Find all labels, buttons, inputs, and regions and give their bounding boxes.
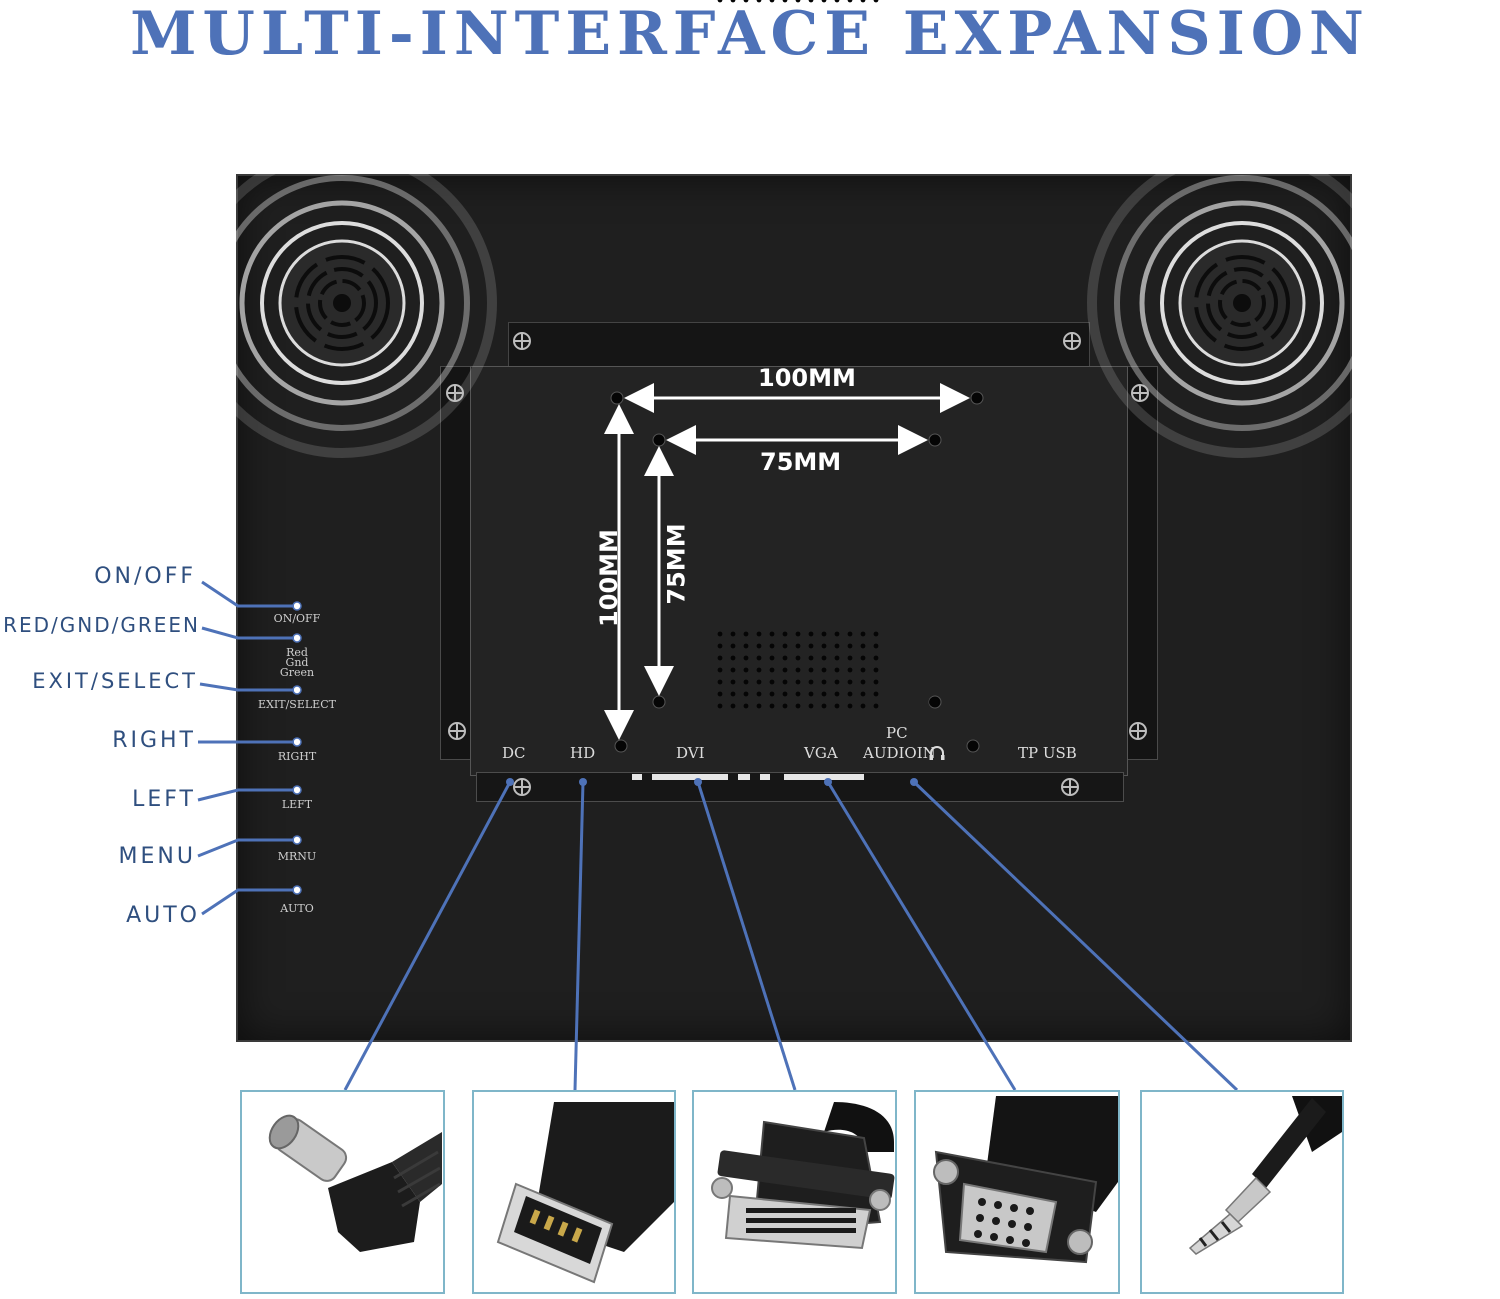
speaker-left-icon (187, 148, 497, 458)
port-label-vga: VGA (804, 744, 838, 762)
callout-left: LEFT (132, 787, 196, 812)
callout-auto: AUTO (126, 903, 200, 928)
button-caption-onoff: ON/OFF (273, 612, 321, 625)
port-label-dvi: DVI (676, 744, 705, 762)
port-label-pc: PC (886, 724, 908, 742)
callout-menu: MENU (118, 844, 196, 869)
button-leader-lines (197, 580, 294, 916)
audio-jack-plug-icon (1188, 1096, 1342, 1255)
dimension-arrows (604, 383, 970, 740)
dc-power-plug-icon (268, 1114, 442, 1252)
connector-box-dvi (692, 1090, 897, 1294)
button-caption-red-gnd-green: Red Gnd Green (279, 646, 315, 679)
port-label-audioin: AUDIOIN (863, 744, 936, 762)
speaker-right-icon (1087, 148, 1397, 458)
callout-onoff: ON/OFF (94, 564, 196, 589)
button-caption-menu: MRNU (277, 850, 317, 863)
connector-box-audio (1140, 1090, 1344, 1294)
port-leader-lines (343, 780, 1239, 1092)
dim-75mm-horizontal: 75MM (760, 448, 842, 476)
port-label-hd: HD (570, 744, 596, 762)
dim-100mm-horizontal: 100MM (758, 364, 856, 392)
side-button-dots (292, 601, 302, 895)
hdmi-plug-icon (496, 1102, 674, 1284)
callout-right: RIGHT (112, 728, 196, 753)
button-caption-auto: AUTO (280, 902, 314, 915)
connector-box-dc (240, 1090, 445, 1294)
port-label-dc: DC (502, 744, 526, 762)
vent-grille (717, 0, 879, 709)
dvi-plug-icon (711, 1102, 895, 1250)
connector-box-hdmi (472, 1090, 676, 1294)
callout-exit-select: EXIT/SELECT (32, 669, 198, 693)
connector-box-vga (914, 1090, 1120, 1294)
port-label-tp-usb: TP USB (1018, 744, 1077, 762)
page-title: MULTI-INTERFACE EXPANSION (130, 0, 1370, 69)
vga-plug-icon (933, 1096, 1118, 1264)
port-shapes (632, 774, 864, 780)
headphone-icon (929, 746, 945, 760)
button-caption-exit-select: EXIT/SELECT (258, 698, 336, 711)
screw-icons (446, 332, 1149, 796)
button-caption-left: LEFT (281, 798, 313, 811)
button-caption-right: RIGHT (277, 750, 317, 763)
callout-red-gnd-green: RED/GND/GREEN (3, 613, 200, 637)
dim-100mm-vertical: 100MM (594, 529, 623, 627)
dim-75mm-vertical: 75MM (662, 523, 691, 605)
